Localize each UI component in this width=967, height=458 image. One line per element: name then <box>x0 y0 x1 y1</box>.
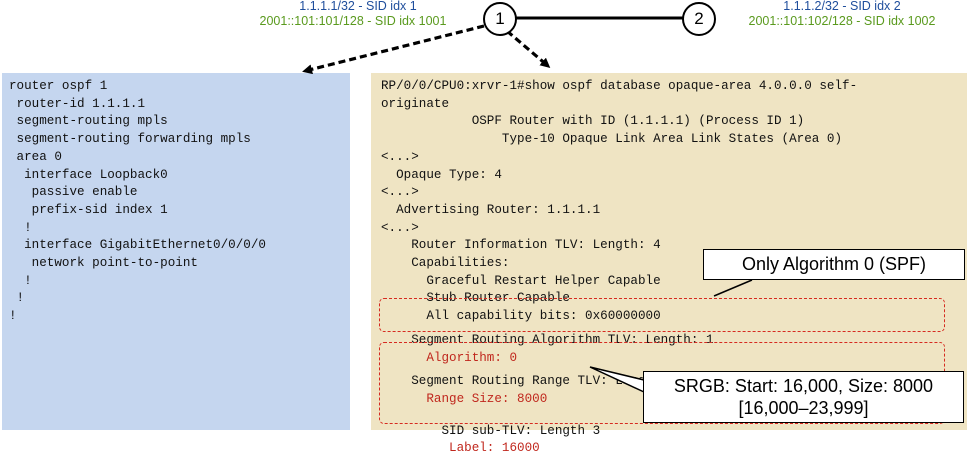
srgb-callout: SRGB: Start: 16,000, Size: 8000 [16,000–… <box>643 371 964 423</box>
output-line: Type-10 Opaque Link Area Link States (Ar… <box>381 132 843 147</box>
config-line: segment-routing mpls <box>9 114 168 129</box>
algorithm-callout: Only Algorithm 0 (SPF) <box>703 249 965 280</box>
algorithm-tlv-highlight <box>379 298 945 332</box>
config-panel: router ospf 1 router-id 1.1.1.1 segment-… <box>2 73 350 430</box>
callout-pointer-algorithm <box>713 279 753 297</box>
config-line: network point-to-point <box>9 256 198 271</box>
output-line: All capability bits: 0x60000000 <box>381 309 661 324</box>
output-line: <...> <box>381 185 419 200</box>
config-line: ! <box>9 220 32 235</box>
router-node-1-label: 1 <box>495 9 505 28</box>
router-node-1: 1 <box>483 2 517 36</box>
config-line: ! <box>9 291 25 306</box>
output-line: Range Size: 8000 <box>381 391 548 406</box>
config-line: ! <box>9 309 17 324</box>
output-line: Algorithm: 0 <box>381 350 518 365</box>
connector-overlay <box>302 16 753 393</box>
config-line: area 0 <box>9 149 62 164</box>
config-line: ! <box>9 273 32 288</box>
output-line: Segment Routing Algorithm TLV: Length: 1 <box>381 332 714 347</box>
output-line: RP/0/0/CPU0:xrvr-1#show ospf database op… <box>381 79 858 93</box>
router-node-2: 2 <box>682 2 716 36</box>
config-line: interface Loopback0 <box>9 167 168 182</box>
algorithm-callout-text: Only Algorithm 0 (SPF) <box>741 254 927 274</box>
output-line: Opaque Type: 4 <box>381 167 502 182</box>
config-line: segment-routing forwarding mpls <box>9 132 251 147</box>
output-line: OSPF Router with ID (1.1.1.1) (Process I… <box>381 114 805 129</box>
node1-ipv4-label: 1.1.1.1/32 - SID idx 1 <box>299 0 417 13</box>
output-line: Advertising Router: 1.1.1.1 <box>381 202 601 217</box>
config-line: prefix-sid index 1 <box>9 202 168 217</box>
config-line: passive enable <box>9 185 138 200</box>
output-line: originate <box>381 96 450 111</box>
srgb-callout-line2: [16,000–23,999] <box>738 398 869 418</box>
node1-ipv6-label: 2001::101:101/128 - SID idx 1001 <box>259 14 447 28</box>
output-line: <...> <box>381 149 419 164</box>
node2-ipv4-label: 1.1.1.2/32 - SID idx 2 <box>783 0 901 13</box>
config-line: interface GigabitEthernet0/0/0/0 <box>9 238 266 253</box>
output-line: Graceful Restart Helper Capable <box>381 273 661 288</box>
arrow-to-output <box>505 29 551 68</box>
output-line: Router Information TLV: Length: 4 <box>381 238 661 253</box>
srgb-callout-line1: SRGB: Start: 16,000, Size: 8000 <box>673 376 934 396</box>
config-line: router ospf 1 <box>9 79 108 93</box>
callout-pointer-srgb <box>589 366 645 393</box>
output-line: <...> <box>381 220 419 235</box>
router-node-2-label: 2 <box>694 9 704 28</box>
output-line: Capabilities: <box>381 256 510 271</box>
node2-ipv6-label: 2001::101:102/128 - SID idx 1002 <box>748 14 936 28</box>
arrow-to-config <box>302 24 485 75</box>
config-line: router-id 1.1.1.1 <box>9 96 146 111</box>
output-line: Label: 16000 <box>381 441 540 456</box>
